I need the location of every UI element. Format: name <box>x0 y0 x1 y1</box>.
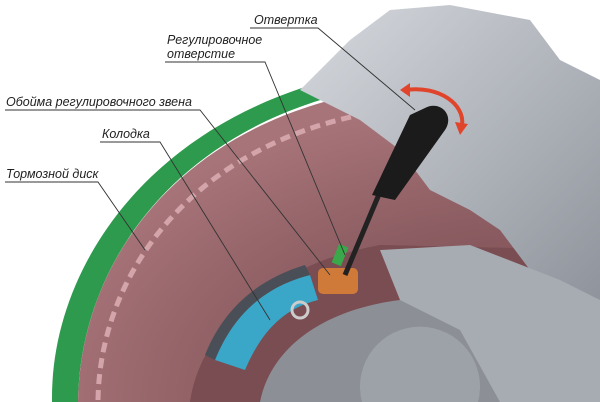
hub <box>360 326 481 402</box>
rotation-arrow-icon <box>404 87 465 126</box>
leader-adjust-hole <box>165 61 346 256</box>
screwdriver-handle <box>372 105 449 200</box>
label-screwdriver: Отвертка <box>254 13 318 27</box>
label-adjuster-housing: Обойма регулировочного звена <box>6 95 192 109</box>
leader-screwdriver <box>250 27 416 111</box>
disc-vent-ring <box>95 112 361 401</box>
leader-disc <box>5 181 146 251</box>
caliper-bracket <box>380 245 600 402</box>
label-brake-disc: Тормозной диск <box>6 167 99 181</box>
arrowhead-icon <box>455 122 468 135</box>
spring <box>290 300 310 320</box>
brake-shoe <box>215 275 318 370</box>
leader-lines <box>5 27 416 321</box>
leader-adjuster <box>5 109 331 276</box>
shoe-lining <box>205 265 310 360</box>
leader-shoe <box>100 141 271 321</box>
label-adjust-hole-line2: отверстие <box>167 47 236 61</box>
dust-shield <box>51 72 368 402</box>
adjuster-housing <box>318 268 358 294</box>
label-adjust-hole-line1: Регулировочное <box>167 33 263 47</box>
screwdriver-tip <box>331 243 349 267</box>
label-brake-shoe: Колодка <box>102 127 150 141</box>
arrowhead-icon <box>400 83 410 97</box>
caliper <box>300 5 600 310</box>
